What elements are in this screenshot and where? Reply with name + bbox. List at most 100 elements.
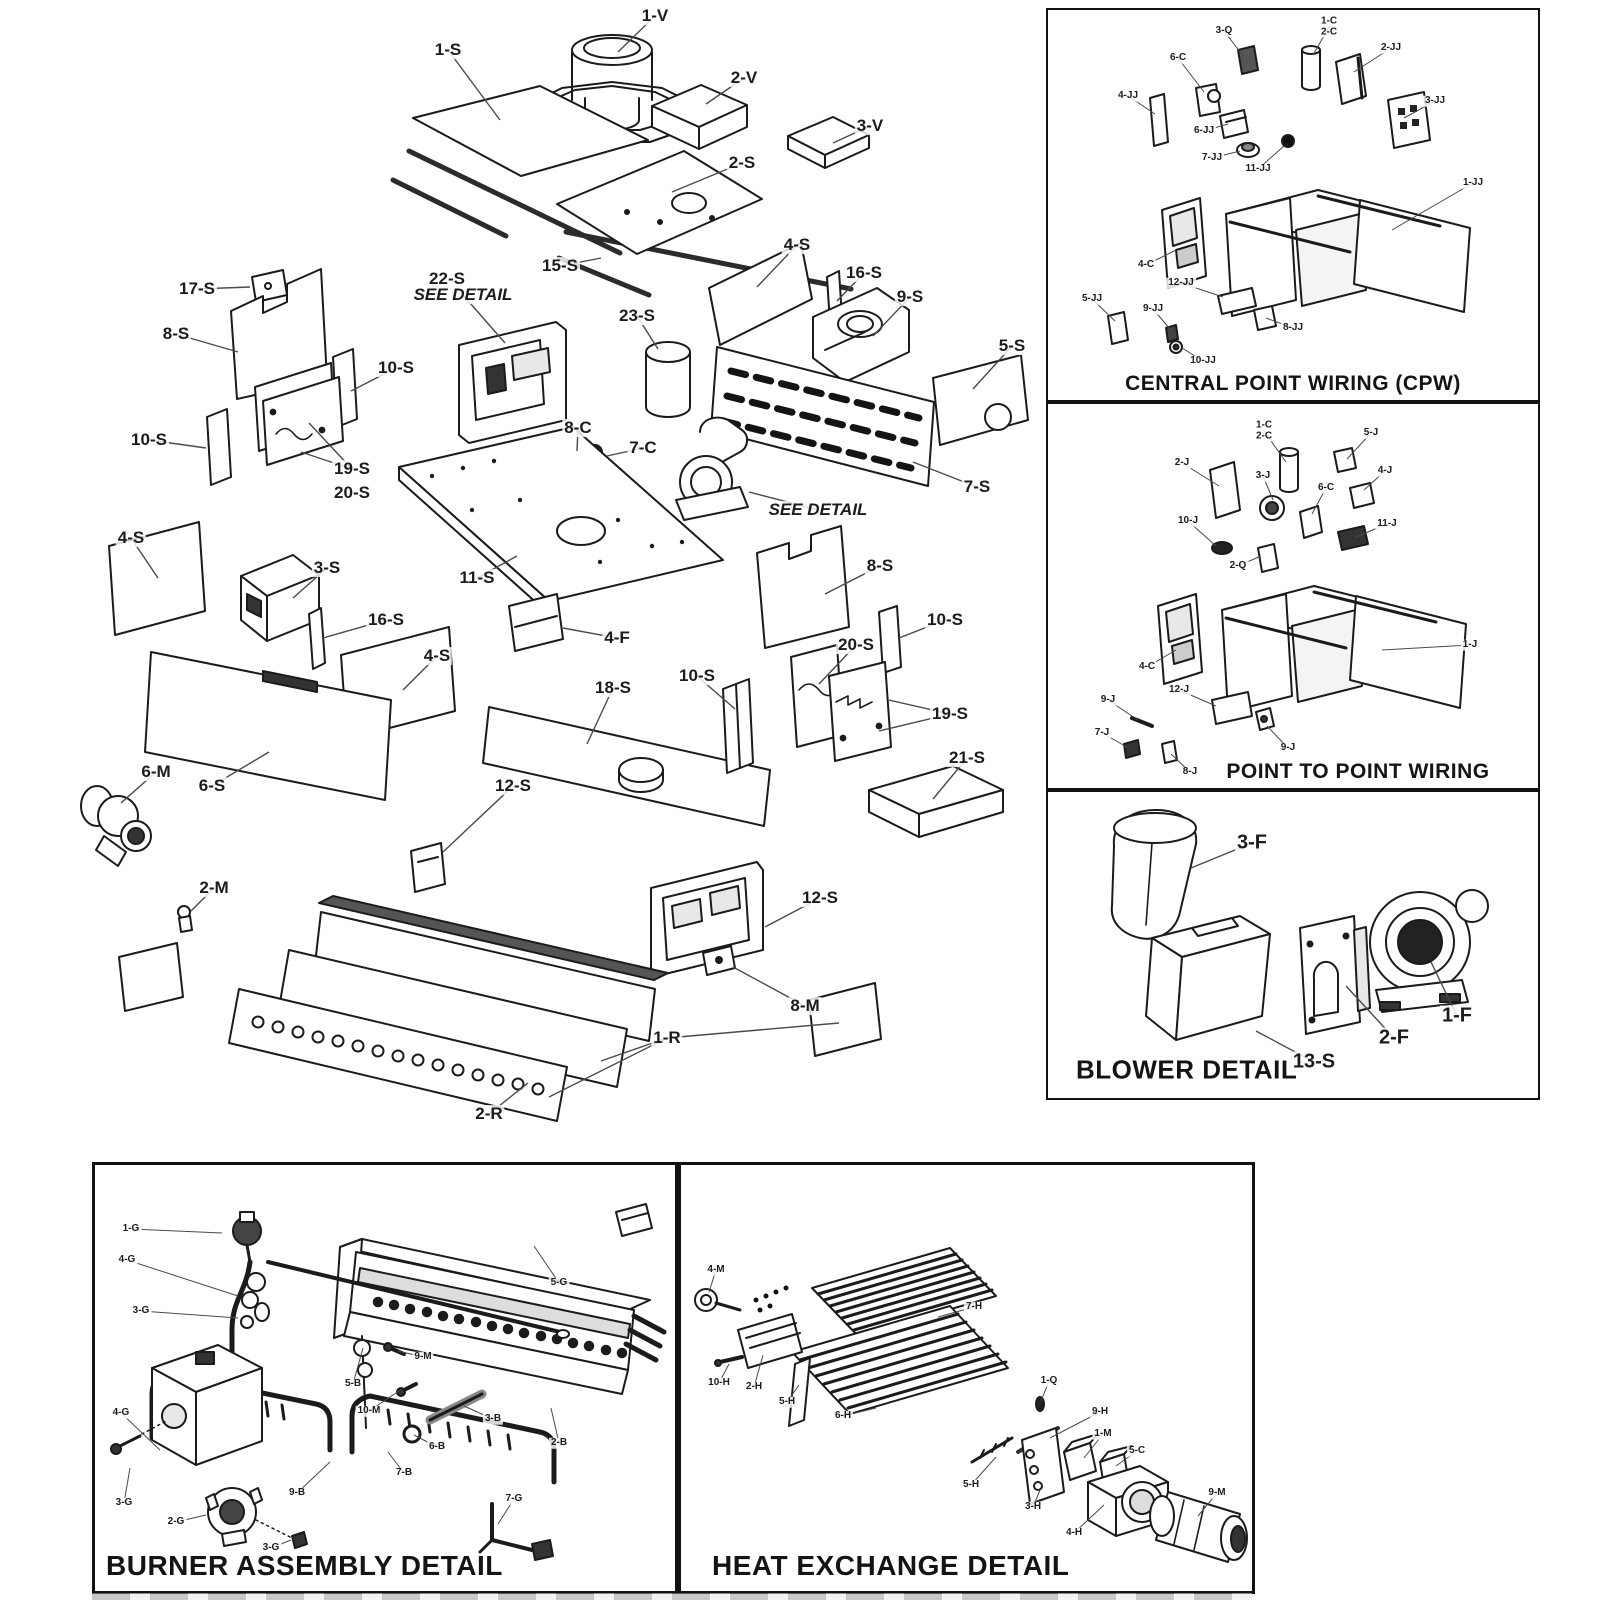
panel-cpw bbox=[1046, 8, 1540, 404]
part-label-6-m: 6-M bbox=[139, 762, 173, 782]
blower-panel-title: BLOWER DETAIL bbox=[1076, 1054, 1298, 1085]
part-label-4-c: 4-C bbox=[1136, 660, 1158, 673]
part-label-2-f: 2-F bbox=[1377, 1026, 1411, 1049]
part-label-10-s: 10-S bbox=[129, 430, 169, 450]
part-label-3-b: 3-B bbox=[482, 1412, 504, 1425]
part-label-7-c: 7-C bbox=[627, 438, 659, 458]
cpw-panel-title: CENTRAL POINT WIRING (CPW) bbox=[1125, 372, 1461, 395]
part-label-3-g: 3-G bbox=[113, 1496, 135, 1509]
part-label-9-h: 9-H bbox=[1089, 1405, 1111, 1418]
part-label-10-s: 10-S bbox=[925, 610, 965, 630]
part-label-3-v: 3-V bbox=[854, 116, 886, 136]
part-label-3-g: 3-G bbox=[130, 1304, 152, 1317]
part-label-9-m: 9-M bbox=[412, 1350, 434, 1363]
part-label-1-f: 1-F bbox=[1440, 1004, 1474, 1027]
part-label-7-j: 7-J bbox=[1092, 726, 1112, 739]
part-label-11-s: 11-S bbox=[457, 568, 497, 588]
panel-heat bbox=[675, 1162, 1255, 1594]
part-label-1-j: 1-J bbox=[1460, 638, 1480, 651]
part-label-10-h: 10-H bbox=[706, 1376, 732, 1389]
part-label-4-s: 4-S bbox=[421, 646, 453, 666]
part-label-12-jj: 12-JJ bbox=[1166, 276, 1196, 289]
part-label-3-h: 3-H bbox=[1022, 1500, 1044, 1513]
part-label-4-m: 4-M bbox=[705, 1263, 727, 1276]
part-label-4-j: 4-J bbox=[1375, 464, 1395, 477]
part-label-3-q: 3-Q bbox=[1213, 24, 1235, 37]
part-label-10-m: 10-M bbox=[355, 1404, 383, 1417]
panel-burner bbox=[92, 1162, 681, 1594]
part-label-19-s: 19-S bbox=[930, 704, 970, 724]
part-label-1-jj: 1-JJ bbox=[1460, 176, 1486, 189]
part-label-12-j: 12-J bbox=[1166, 683, 1192, 696]
part-label-11-jj: 11-JJ bbox=[1243, 162, 1273, 175]
part-label-4-h: 4-H bbox=[1063, 1526, 1085, 1539]
part-label-10-s: 10-S bbox=[677, 666, 717, 686]
part-label-2-q: 2-Q bbox=[1227, 559, 1249, 572]
burner-art bbox=[110, 1203, 667, 1561]
part-label-3-s: 3-S bbox=[311, 558, 343, 578]
part-label-10-j: 10-J bbox=[1175, 514, 1201, 527]
part-label-22-s: 22-S bbox=[427, 269, 467, 289]
part-label-17-s: 17-S bbox=[177, 279, 217, 299]
part-label-7-jj: 7-JJ bbox=[1199, 151, 1225, 164]
part-label-2-g: 2-G bbox=[165, 1515, 187, 1528]
part-label-1-m: 1-M bbox=[1092, 1427, 1114, 1440]
part-label-7-h: 7-H bbox=[963, 1300, 985, 1313]
part-label-1-c-2-c: 1-C 2-C bbox=[1318, 15, 1340, 38]
part-label-2-m: 2-M bbox=[197, 878, 231, 898]
part-label-7-b: 7-B bbox=[393, 1466, 415, 1479]
part-label-8-j: 8-J bbox=[1180, 765, 1200, 778]
heat-art bbox=[694, 1247, 1248, 1563]
part-label-20-s: 20-S bbox=[836, 635, 876, 655]
part-label-13-s: 13-S bbox=[1290, 1050, 1338, 1073]
part-label-12-s: 12-S bbox=[800, 888, 840, 908]
part-label-8-c: 8-C bbox=[562, 418, 594, 438]
part-label-4-g: 4-G bbox=[110, 1406, 132, 1419]
part-label-9-m: 9-M bbox=[1206, 1486, 1228, 1499]
part-label-6-c: 6-C bbox=[1167, 51, 1189, 64]
part-label-8-s: 8-S bbox=[160, 324, 192, 344]
part-label-5-b: 5-B bbox=[342, 1377, 364, 1390]
part-label-2-b: 2-B bbox=[548, 1436, 570, 1449]
part-label-20-s: 20-S bbox=[332, 483, 372, 503]
part-label-5-g: 5-G bbox=[548, 1276, 570, 1289]
part-label-5-c: 5-C bbox=[1126, 1444, 1148, 1457]
part-label-3-jj: 3-JJ bbox=[1422, 94, 1448, 107]
part-label-2-j: 2-J bbox=[1172, 456, 1192, 469]
part-label-6-b: 6-B bbox=[426, 1440, 448, 1453]
blower-art bbox=[1110, 809, 1489, 1041]
part-label-2-r: 2-R bbox=[473, 1104, 505, 1124]
part-label-16-s: 16-S bbox=[366, 610, 406, 630]
part-label-1-c-2-c: 1-C 2-C bbox=[1253, 419, 1275, 442]
part-label-2-h: 2-H bbox=[743, 1380, 765, 1393]
part-label-15-s: 15-S bbox=[540, 256, 580, 276]
part-label-9-b: 9-B bbox=[286, 1486, 308, 1499]
panel-p2p bbox=[1046, 400, 1540, 792]
part-label-11-j: 11-J bbox=[1375, 517, 1399, 530]
part-label-21-s: 21-S bbox=[947, 748, 987, 768]
part-label-see-detail: SEE DETAIL bbox=[766, 500, 870, 520]
p2p-art bbox=[1123, 447, 1467, 764]
part-label-3-j: 3-J bbox=[1253, 469, 1273, 482]
part-label-6-s: 6-S bbox=[196, 776, 228, 796]
part-label-8-jj: 8-JJ bbox=[1280, 321, 1306, 334]
part-label-10-jj: 10-JJ bbox=[1188, 354, 1218, 367]
main-exploded-art bbox=[80, 34, 1029, 1122]
part-label-4-s: 4-S bbox=[781, 235, 813, 255]
part-label-9-jj: 9-JJ bbox=[1140, 302, 1166, 315]
part-label-7-s: 7-S bbox=[961, 477, 993, 497]
part-label-2-s: 2-S bbox=[726, 153, 758, 173]
part-label-9-j: 9-J bbox=[1278, 741, 1298, 754]
part-label-1-s: 1-S bbox=[432, 40, 464, 60]
part-label-5-s: 5-S bbox=[996, 336, 1028, 356]
part-label-10-s: 10-S bbox=[376, 358, 416, 378]
part-label-1-r: 1-R bbox=[651, 1028, 683, 1048]
cpw-art bbox=[1107, 45, 1471, 354]
part-label-4-c: 4-C bbox=[1135, 258, 1157, 271]
part-label-9-j: 9-J bbox=[1098, 693, 1118, 706]
part-label-see-detail: SEE DETAIL bbox=[411, 285, 515, 305]
part-label-16-s: 16-S bbox=[844, 263, 884, 283]
part-label-12-s: 12-S bbox=[493, 776, 533, 796]
